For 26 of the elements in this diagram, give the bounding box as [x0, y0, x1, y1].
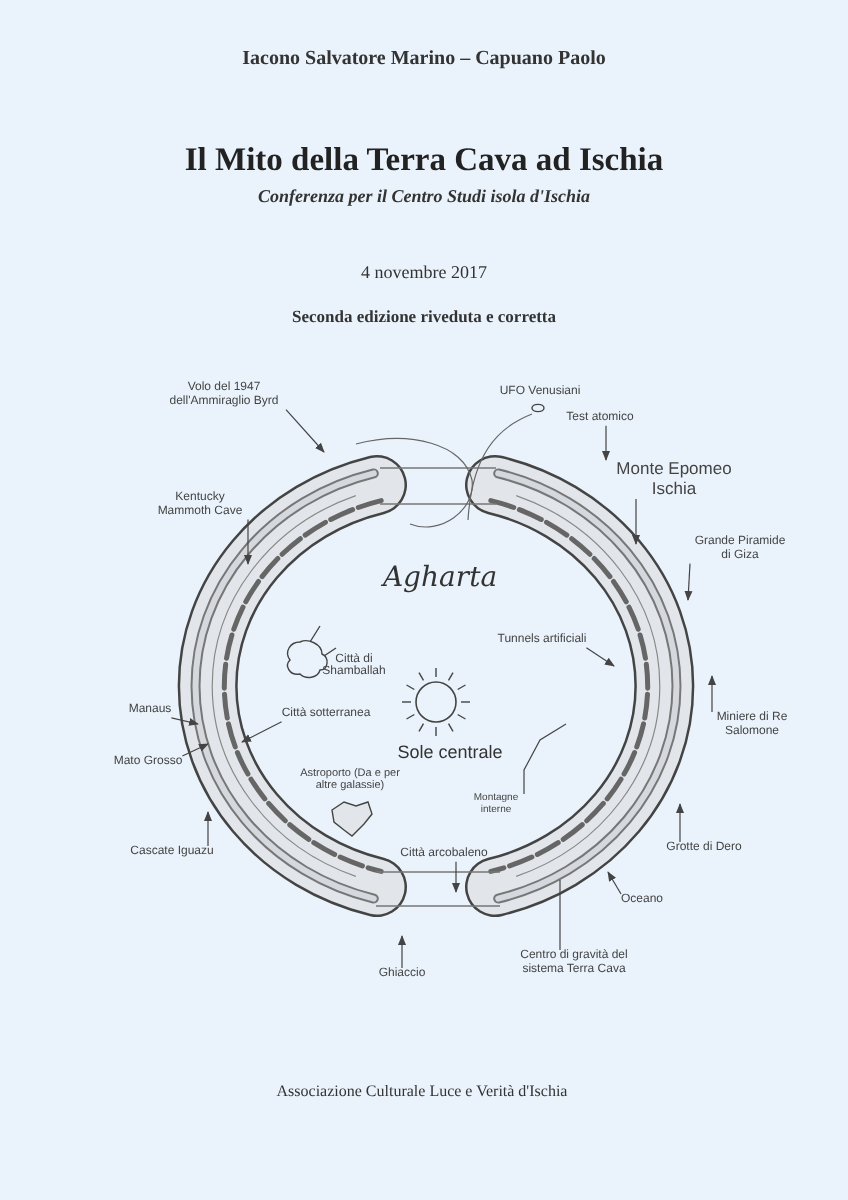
leader-arrow: [244, 519, 252, 565]
publisher-text: Associazione Culturale Luce e Verità d'Ischia: [276, 1082, 568, 1100]
leader-arrow: [181, 743, 209, 757]
title: Il Mito della Terra Cava ad Ischia: [184, 140, 664, 180]
leader-arrow: [241, 721, 283, 743]
leader-arrow: [585, 647, 615, 667]
leader-arrow: [607, 871, 622, 895]
leader-arrow: [285, 409, 325, 453]
leader-arrow: [676, 803, 684, 843]
date-text: 4 novembre 2017: [361, 262, 487, 282]
leader-arrow: [684, 563, 693, 601]
part-label: Sole centrale: [397, 742, 503, 762]
leader-arrow: [398, 935, 406, 969]
leader-arrow: [602, 425, 610, 461]
leader-arrow: [452, 861, 460, 893]
subtitle: Conferenza per il Centro Studi isola d'Ischia: [257, 186, 591, 206]
leader-line: [559, 879, 561, 951]
leader-arrow: [632, 498, 640, 545]
leader-arrow: [708, 675, 716, 713]
edition-note: Seconda edizione riveduta e corretta: [291, 306, 557, 326]
leader-arrow: [204, 811, 212, 847]
author-line: Iacono Salvatore Marino – Capuano Paolo: [242, 48, 606, 70]
leader-line: [523, 723, 567, 795]
callout-label: Monte Epomeo Ischia: [614, 460, 734, 500]
leader-arrow: [170, 717, 199, 726]
region-label: Agharta: [382, 562, 498, 594]
